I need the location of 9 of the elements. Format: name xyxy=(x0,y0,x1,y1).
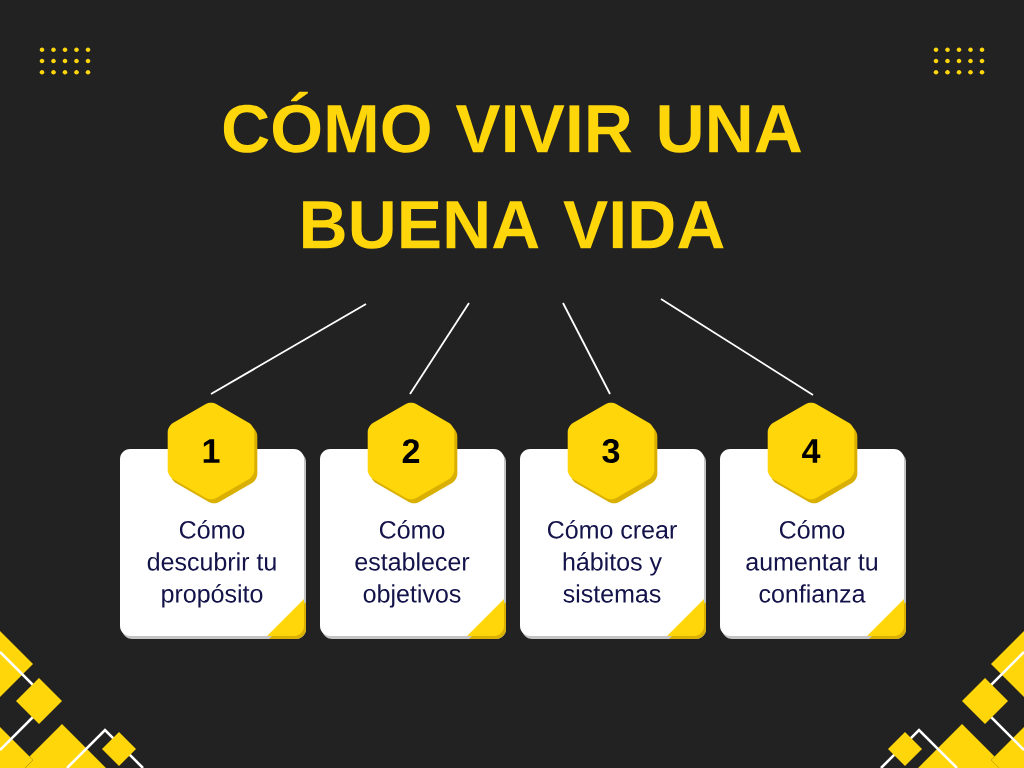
connector-line xyxy=(409,302,470,395)
connector-line xyxy=(562,302,611,395)
title: CÓMO VIVIR UNA BUENA VIDA xyxy=(223,91,802,249)
number-hexagon: 4 xyxy=(767,402,858,504)
number-hexagon: 1 xyxy=(167,402,258,504)
connector-line xyxy=(660,298,814,396)
number-hexagon: 3 xyxy=(567,402,658,504)
connector-line xyxy=(210,303,367,395)
number-hexagon: 2 xyxy=(367,402,458,504)
